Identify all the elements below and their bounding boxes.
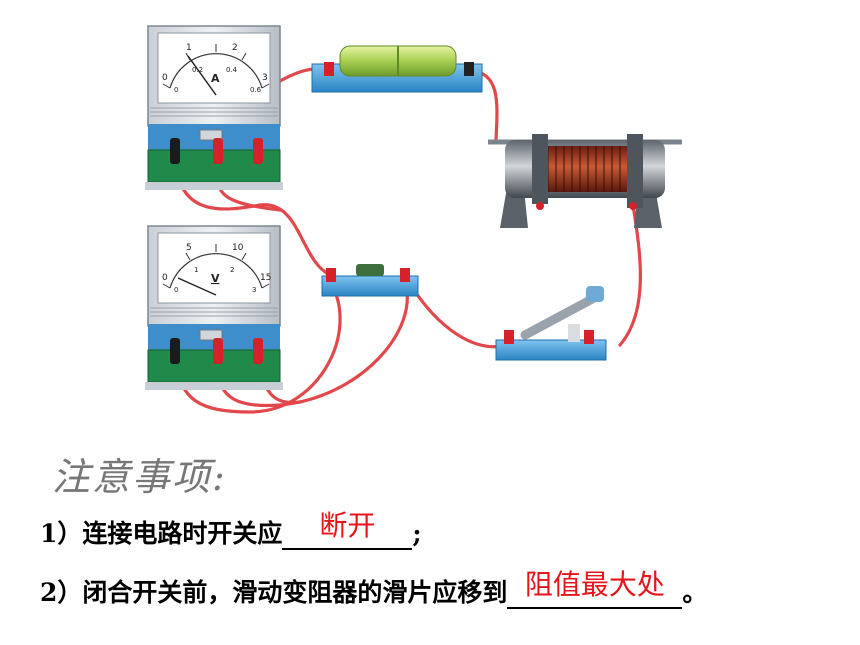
ammeter-bottom-0: 0 [174,86,178,94]
voltmeter-bottom-0: 0 [174,286,178,294]
ammeter-bottom-3: 0.6 [250,86,262,94]
voltmeter-terminals [170,338,263,364]
ammeter-scale-bottom: 0 0.2 0.4 0.6 [174,66,262,94]
ammeter-top-3: 3 [262,73,268,83]
ammeter-scale-top: 0 1 2 3 [162,43,268,83]
note-item-2-text: ）闭合开关前，滑动变阻器的滑片应移到 [57,578,508,607]
note-item-1: 1）连接电路时开关应 断开; [40,509,422,550]
ammeter-top-2: 2 [232,43,238,53]
note-item-1-num: 1 [40,519,58,548]
battery [311,45,483,93]
note-item-2-blank: 阻值最大处 [507,568,683,609]
voltmeter-top-2: 10 [232,243,244,253]
note-item-2-num: 2 [40,578,58,607]
voltmeter-top-0: 0 [162,273,168,283]
voltmeter-unit: V [211,272,220,285]
voltmeter-bottom-3: 3 [252,286,256,294]
ammeter-terminals [170,138,263,164]
voltmeter-bottom-1: 1 [194,266,198,274]
switch [495,286,607,361]
notes-title: 注意事项: [52,455,227,499]
circuit-diagram: 0 1 2 3 0 0.2 0.4 0.6 A [145,25,682,414]
note-item-2-answer: 阻值最大处 [524,568,665,601]
ammeter-top-1: 1 [186,43,192,53]
voltmeter-scale-bottom: 0 1 2 3 [174,266,256,294]
ammeter: 0 1 2 3 0 0.2 0.4 0.6 A [145,25,283,190]
voltmeter-scale-top: 0 5 10 15 [162,243,271,283]
voltmeter: 0 5 10 15 0 1 2 3 V [145,225,283,390]
note-item-1-end: ; [412,519,422,548]
ammeter-unit: A [211,72,220,85]
ammeter-top-0: 0 [162,73,168,83]
voltmeter-top-3: 15 [260,273,271,283]
note-item-1-answer: 断开 [319,509,376,542]
note-item-2-end: 。 [682,578,708,607]
note-item-2: 2）闭合开关前，滑动变阻器的滑片应移到阻值最大处。 [40,568,708,609]
ammeter-bottom-2: 0.4 [226,66,238,74]
note-item-1-text: ）连接电路时开关应 [57,519,283,548]
voltmeter-bottom-2: 2 [230,266,234,274]
bulb [321,264,419,297]
voltmeter-top-1: 5 [186,243,192,253]
rheostat [488,134,682,228]
ammeter-bottom-1: 0.2 [192,66,203,74]
note-item-1-blank: 断开 [282,509,413,550]
